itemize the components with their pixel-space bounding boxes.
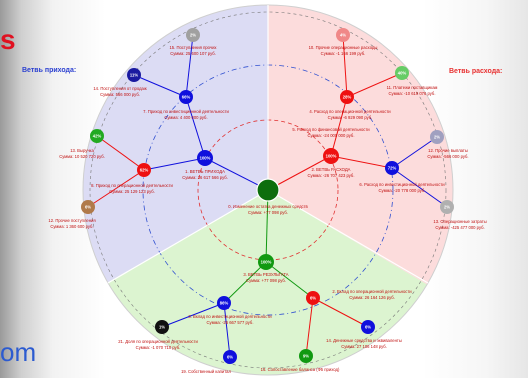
- branch-expense-line1: 2. ВЕТВЬ РАСХОДА: [312, 167, 351, 172]
- node-7-pct: 40%: [398, 71, 407, 76]
- node-6[interactable]: 4%: [336, 28, 350, 42]
- node-14[interactable]: 6%: [306, 291, 320, 305]
- branch-node-income[interactable]: 100%: [197, 150, 213, 166]
- node-5-line2: Сумма: 1 360 600 руб.: [50, 224, 93, 229]
- node-17[interactable]: 9%: [299, 349, 313, 363]
- node-9-line2: Сумма: -20 778 000 руб.: [379, 188, 426, 193]
- node-15-line1: 21. Доля по операционной деятельности: [118, 339, 198, 344]
- node-18-line2: Сумма: 27 106 148 руб.: [341, 344, 387, 349]
- branch-node-result[interactable]: 100%: [258, 254, 274, 270]
- branch-expense-pct: 100%: [326, 154, 337, 159]
- node-0[interactable]: 66%: [179, 90, 193, 104]
- node-8-pct: 28%: [343, 95, 352, 100]
- node-13-line2: Сумма: -26 667 577 руб.: [207, 320, 254, 325]
- node-2-line2: Сумма: 566 000 руб.: [100, 92, 140, 97]
- branch-income-line1: 1. ВЕТВЬ ПРИХОДА: [185, 169, 225, 174]
- node-5-line1: 12. Прочие поступления: [48, 218, 95, 223]
- node-17-pct: 9%: [303, 354, 309, 359]
- node-1-pct: 2%: [190, 33, 196, 38]
- branch-result-line2: Сумма: +77 098 руб.: [246, 278, 286, 283]
- node-14-pct: 6%: [310, 296, 316, 301]
- node-0-pct: 66%: [182, 95, 191, 100]
- expense-branch-label: Ветвь расхода:: [449, 68, 503, 75]
- node-1-line2: Сумма: 25 600 107 руб.: [170, 51, 216, 56]
- node-4[interactable]: 42%: [90, 129, 104, 143]
- node-4-line2: Сумма: 10 520 720 руб.: [59, 154, 105, 159]
- node-18-pct: 6%: [365, 325, 371, 330]
- branch-expense-line2: Сумма: -26 707 423 руб.: [308, 173, 355, 178]
- branch-node-expense[interactable]: 100%: [323, 148, 339, 164]
- node-3-line1: 8. Приход по операционной деятельности: [91, 183, 173, 188]
- node-16-pct: 6%: [227, 355, 233, 360]
- center-label-line2: Сумма: +77 098 руб.: [248, 210, 288, 215]
- node-7[interactable]: 40%: [395, 66, 409, 80]
- branch-income-line2: Сумма: 26 617 566 руб.: [182, 175, 228, 180]
- center-node[interactable]: [256, 178, 280, 202]
- node-12-line1: 13. Операционные затраты: [433, 219, 486, 224]
- node-6-pct: 4%: [340, 33, 346, 38]
- node-15[interactable]: 1%: [155, 320, 169, 334]
- income-branch-label: Ветвь прихода:: [22, 67, 77, 74]
- node-2-pct: 11%: [130, 73, 138, 78]
- node-16-line1: 19. Собственный капитал: [181, 369, 231, 374]
- branch-result-pct: 100%: [261, 260, 272, 265]
- connections: [87, 34, 448, 358]
- node-2-line1: 14. Поступления от продаж: [93, 86, 147, 91]
- node-12[interactable]: 2%: [440, 200, 454, 214]
- node-9b-line1: 5. Расход по финансовой деятельности: [292, 127, 370, 132]
- node-7-line2: Сумма: -10 619 076 руб.: [389, 91, 436, 96]
- node-15-pct: 1%: [159, 325, 165, 330]
- node-11-pct: 2%: [434, 135, 440, 140]
- branch-income-pct: 100%: [200, 156, 211, 161]
- node-13-line1: 3. Вклад по инвестиционной деятельности: [188, 314, 272, 319]
- bottom-fragment: om: [0, 337, 37, 367]
- node-5-pct: 6%: [85, 205, 91, 210]
- node-11[interactable]: 2%: [430, 130, 444, 144]
- node-11-line2: Сумма: -566 000 руб.: [427, 154, 468, 159]
- node-18-line1: 14. Денежные средства и эквиваленты: [326, 338, 402, 343]
- node-16[interactable]: 6%: [223, 350, 237, 364]
- node-7-line1: 11. Платежи поставщикам: [387, 85, 438, 90]
- node-18[interactable]: 6%: [361, 320, 375, 334]
- divider-left: [107, 189, 269, 284]
- node-14-line1: 2. Вклад по операционной деятельности: [332, 289, 412, 294]
- corner-fragment: s: [0, 24, 16, 55]
- node-9b-line2: Сумма: -24 000 000 руб.: [308, 133, 355, 138]
- node-8[interactable]: 28%: [340, 90, 354, 104]
- node-3-pct: 62%: [140, 168, 149, 173]
- ring-3: [89, 11, 447, 369]
- node-11-line1: 12. Прочие выплаты: [428, 148, 468, 153]
- node-13[interactable]: 86%: [217, 296, 231, 310]
- node-14-line2: Сумма: 26 164 126 руб.: [349, 295, 395, 300]
- node-9[interactable]: 72%: [385, 161, 399, 175]
- node-15-line2: Сумма: -1 070 710 руб.: [136, 345, 181, 350]
- divider-right: [267, 189, 429, 284]
- node-2[interactable]: 11%: [127, 68, 141, 82]
- node-3[interactable]: 62%: [137, 163, 151, 177]
- node-13-pct: 86%: [220, 301, 229, 306]
- node-6-line2: Сумма: -1 166 199 руб.: [321, 51, 366, 56]
- node-8-line1: 4. Расход по операционной деятельности: [309, 109, 391, 114]
- node-12-pct: 2%: [444, 205, 450, 210]
- node-8-line2: Сумма: -6 929 090 руб.: [328, 115, 373, 120]
- node-9-pct: 72%: [388, 166, 397, 171]
- branch-result-line1: 3. ВЕТВЬ РЕЗУЛЬТАТА: [243, 272, 288, 277]
- node-0-line1: 7. Приход по инвестиционной деятельности: [143, 109, 229, 114]
- node-9-line1: 6. Расход по инвестиционной деятельности: [359, 182, 445, 187]
- node-17-line1: 16. Сопоставление баланса (Ф5 приход): [261, 367, 340, 372]
- node-1[interactable]: 2%: [186, 28, 200, 42]
- node-5[interactable]: 6%: [81, 200, 95, 214]
- node-3-line2: Сумма: 25 129 123 руб.: [109, 189, 155, 194]
- node-1-line1: 15. Поступления прочих: [169, 45, 217, 50]
- node-4-pct: 42%: [93, 134, 102, 139]
- node-12-line2: Сумма: -425 477 000 руб.: [435, 225, 484, 230]
- center-label-line1: 0. Изменение остатка денежных средств: [228, 204, 308, 209]
- node-4-line1: 13. Выручка: [70, 148, 94, 153]
- node-0-line2: Сумма: 4 400 000 руб.: [164, 115, 207, 120]
- node-6-line1: 10. Прочие операционные расходы: [309, 45, 378, 50]
